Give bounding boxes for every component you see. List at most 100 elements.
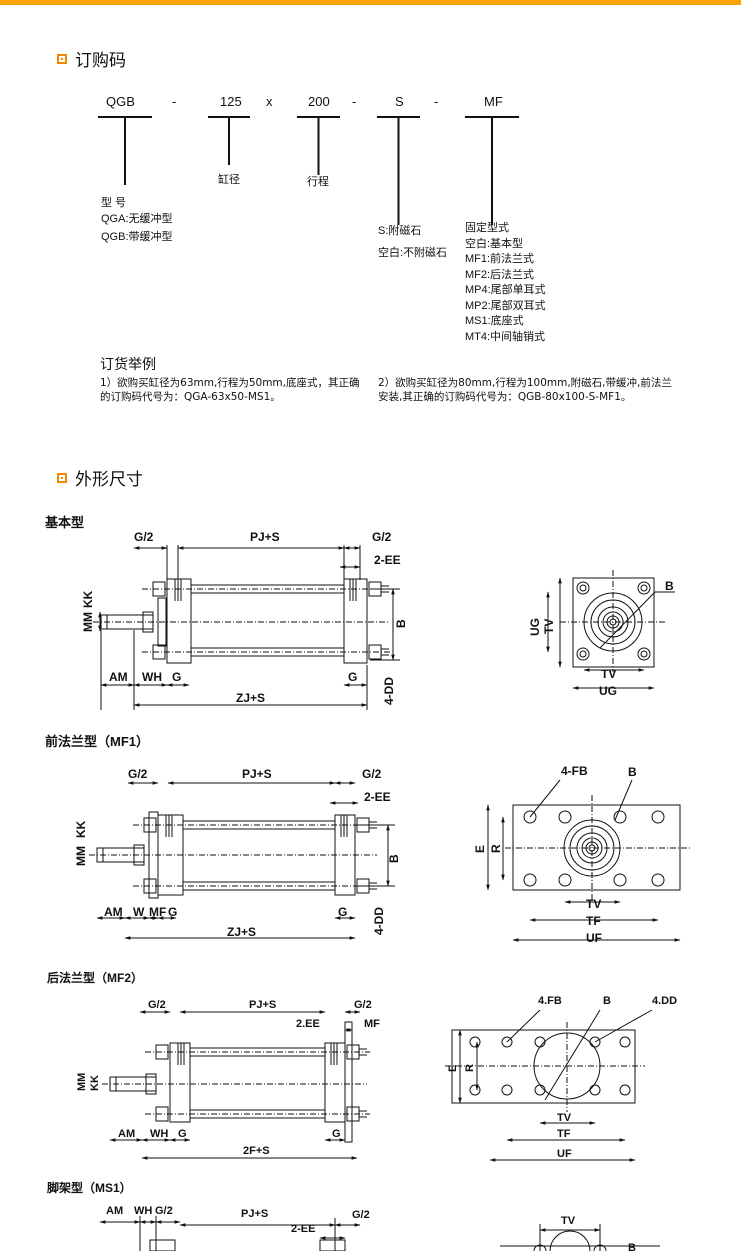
dim-label: 2-EE (364, 790, 391, 804)
ms1-labels: AM WH G/2 PJ+S 2-EE G/2 TV B (106, 1205, 636, 1251)
model-item: QGB:带缓冲型 (101, 229, 173, 243)
dim-label: UG (528, 618, 542, 636)
code-model: QGB (106, 94, 135, 109)
front-head (166, 578, 192, 664)
mount-hole (651, 810, 665, 824)
mount-hole (534, 1036, 546, 1048)
mf2-labels: G/2 PJ+S G/2 2.EE MF MM KK AM WH G G 2F+… (76, 995, 677, 1160)
mount-hole (576, 581, 590, 595)
dim-label: 4-DD (372, 907, 386, 935)
dim-label: B (628, 1242, 636, 1251)
mount-item: MP2:尾部双耳式 (465, 298, 546, 312)
mount-hole (637, 581, 651, 595)
mount-hole (593, 1244, 607, 1251)
nut (155, 1106, 169, 1122)
dim-label: 2F+S (243, 1145, 270, 1157)
drawing-title-mf2: 后法兰型（MF2） (47, 970, 143, 985)
mount-hole (589, 1036, 601, 1048)
dim-label: G (332, 1128, 341, 1140)
dim-label: G/2 (354, 999, 372, 1011)
dim-label: ZJ+S (227, 925, 256, 939)
mount-item: MS1:底座式 (465, 313, 524, 327)
dim-label: TF (586, 914, 601, 928)
dim-label: MM (76, 1073, 88, 1091)
dim-label: E (473, 845, 487, 853)
dim-label: TF (557, 1128, 571, 1140)
code-dash: - (434, 94, 438, 109)
mount-heading: 固定型式 (465, 220, 509, 234)
mount-hole (640, 584, 648, 592)
mount-hole (589, 1084, 601, 1096)
order-example-heading: 订货举例 (100, 357, 156, 373)
dim-label: TV (586, 897, 601, 911)
mount-item: MT4:中间轴销式 (465, 329, 545, 343)
dim-label: B (603, 995, 611, 1007)
bore-label: 缸径 (218, 172, 240, 186)
mount-hole (619, 1036, 631, 1048)
dim-label: G/2 (134, 530, 154, 544)
code-stroke: 200 (308, 94, 330, 109)
dim-label: 4-FB (561, 764, 588, 778)
dim-label: W (133, 905, 145, 919)
dim-label: AM (118, 1128, 135, 1140)
model-item: QGA:无缓冲型 (101, 211, 173, 225)
dim-label: KK (74, 820, 88, 838)
dim-label: WH (134, 1205, 152, 1217)
drawing-title-mf1: 前法兰型（MF1） (45, 734, 149, 749)
drawing-title-ms1: 脚架型（MS1） (47, 1180, 132, 1195)
nut (368, 644, 382, 660)
dim-label: B (387, 854, 401, 863)
order-example-1: 1）欲购买缸径为63mm,行程为50mm,底座式，其正确的订购码代号为：QGA-… (100, 377, 360, 403)
rear-head (319, 1239, 346, 1251)
section-bullet-icon (57, 472, 67, 483)
dim-label: R (489, 844, 503, 853)
order-code-parts: QGB - 125 x 200 - S - MF (106, 94, 503, 109)
mount-hole (534, 1084, 546, 1096)
top-accent-bar (0, 0, 741, 5)
dim-label: G/2 (362, 767, 382, 781)
dim-label: TV (601, 667, 616, 681)
dim-label: R (464, 1064, 476, 1072)
mount-hole (501, 1084, 513, 1096)
mount-item: MF2:后法兰式 (465, 267, 534, 281)
order-example-2: 2）欲购买缸径为80mm,行程为100mm,附磁石,带缓冲,前法兰安装,其正确的… (378, 377, 672, 403)
code-bore: 125 (220, 94, 242, 109)
leader-line (544, 1009, 601, 1101)
magnet-item: 空白:不附磁石 (378, 245, 447, 259)
cover-plate (157, 597, 167, 647)
front-flange (148, 811, 159, 899)
dim-label: 2-EE (291, 1223, 315, 1235)
magnet-item: S:附磁石 (378, 223, 421, 237)
nut (143, 878, 157, 894)
mount-hole (651, 873, 665, 887)
dim-label: 2-EE (374, 553, 401, 567)
dim-label: G (348, 670, 357, 684)
dim-label: G (168, 905, 177, 919)
nut (152, 644, 166, 660)
dim-label: B (665, 579, 674, 593)
dim-label: 4-DD (382, 677, 396, 705)
mount-hole (523, 810, 537, 824)
nut (155, 1044, 169, 1060)
section-bullet-icon (57, 53, 67, 64)
mount-hole (579, 584, 587, 592)
mount-item: MP4:尾部单耳式 (465, 282, 546, 296)
nut (152, 581, 166, 597)
dim-label: TV (542, 619, 556, 634)
mount-hole (579, 650, 587, 658)
section-title: 外形尺寸 (75, 470, 143, 490)
mount-hole (558, 873, 572, 887)
mount-hole (558, 810, 572, 824)
mount-hole (640, 650, 648, 658)
mount-hole (637, 647, 651, 661)
basic-labels: G/2 PJ+S G/2 2-EE KK MM B 4-DD AM WH G G… (81, 530, 674, 705)
leader-line (529, 779, 561, 818)
dim-label: PJ+S (242, 767, 272, 781)
nut (346, 1106, 360, 1122)
mount-hole (619, 1084, 631, 1096)
dim-label: PJ+S (241, 1208, 268, 1220)
mount-hole (469, 1084, 481, 1096)
dim-label: TV (561, 1215, 576, 1227)
dim-label: G (172, 670, 181, 684)
